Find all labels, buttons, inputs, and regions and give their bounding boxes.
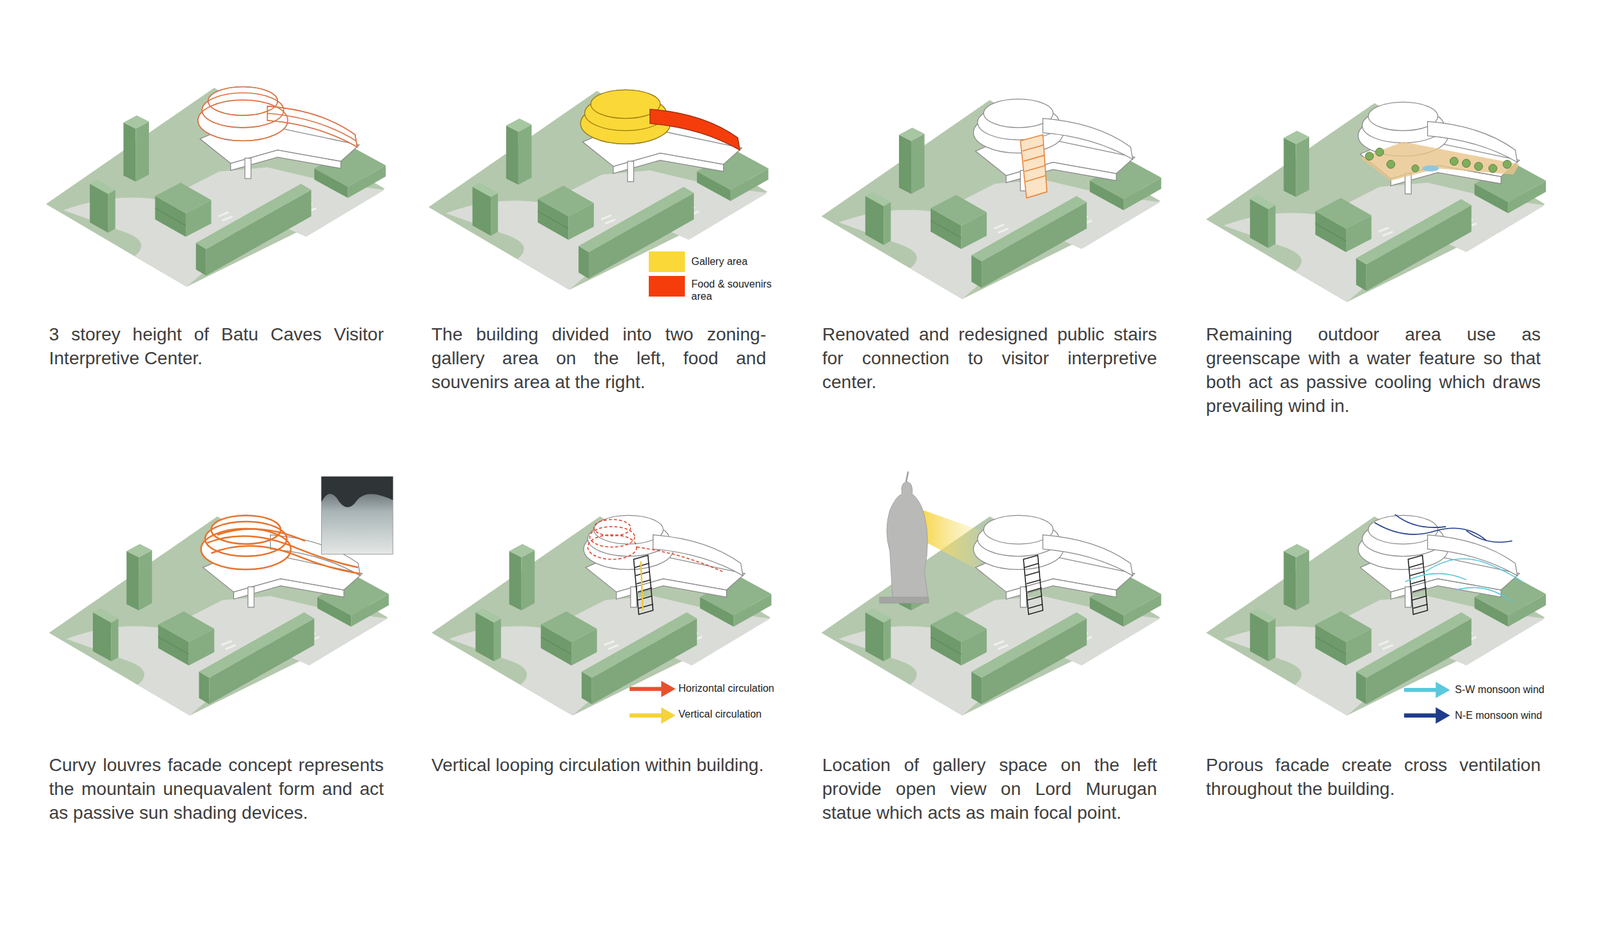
vertical-circulation <box>641 561 643 611</box>
caption: Location of gallery space on the left pr… <box>822 753 1157 825</box>
storey-outline <box>197 87 358 148</box>
stairs <box>1023 555 1043 615</box>
building <box>1358 101 1520 194</box>
legend-text: Food & souvenirs area <box>691 277 789 303</box>
caption: Curvy louvres facade concept represents … <box>49 753 384 825</box>
murugan-statue <box>879 471 929 603</box>
building <box>1358 515 1520 607</box>
stairs <box>633 555 654 615</box>
caption: Remaining outdoor area use as greenscape… <box>1205 322 1541 418</box>
cave-photo <box>321 476 393 554</box>
building <box>583 515 745 607</box>
building <box>973 515 1135 607</box>
caption: Vertical looping circulation within buil… <box>431 753 767 778</box>
caption: 3 storey height of Batu Caves Visitor In… <box>49 322 384 371</box>
legend-swatch <box>648 251 685 273</box>
caption: Renovated and redesigned public stairs f… <box>822 322 1157 395</box>
caption: Porous facade create cross ventilation t… <box>1205 753 1541 801</box>
cave-photo <box>321 476 393 508</box>
wind-lines <box>1374 514 1522 603</box>
public-stairs <box>1020 134 1047 198</box>
legend-arrow <box>629 681 1450 724</box>
legend-swatch <box>648 276 685 297</box>
zoning <box>580 89 740 150</box>
building <box>580 89 742 182</box>
legend-text: Horizontal circulation <box>678 682 821 695</box>
building <box>973 99 1135 191</box>
caption: The building divided into two zoning-gal… <box>431 322 767 395</box>
legend-text: S-W monsoon wind <box>1454 683 1591 696</box>
legend-text: Gallery area <box>691 255 808 268</box>
legend-text: Vertical circulation <box>678 708 821 721</box>
view-cone <box>923 510 982 573</box>
legend-text: N-E monsoon wind <box>1454 709 1591 722</box>
building <box>197 87 360 179</box>
loop-circulation <box>587 519 723 573</box>
greenscape <box>1360 141 1520 181</box>
stairs <box>1408 555 1428 615</box>
